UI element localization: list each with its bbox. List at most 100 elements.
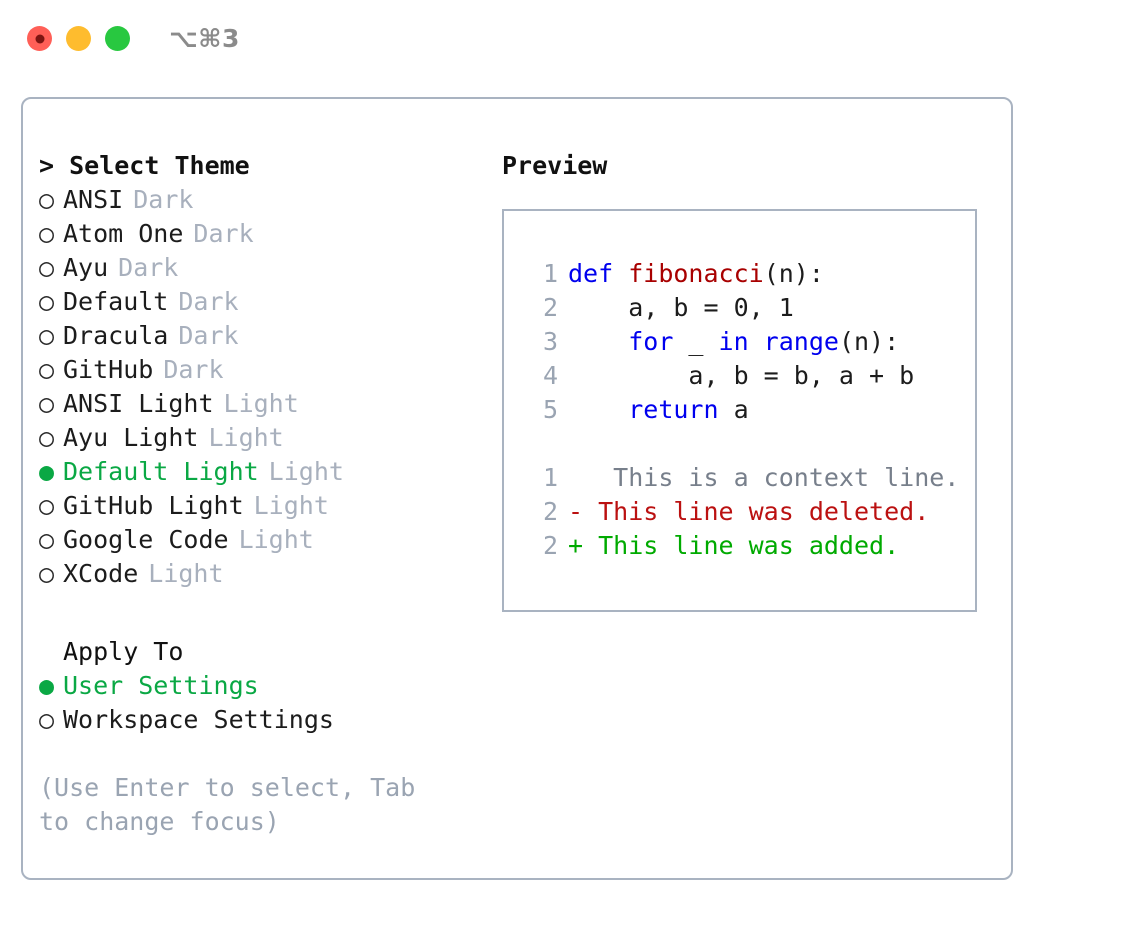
diff-line: 2- This line was deleted. [524, 495, 969, 529]
minimize-button[interactable] [66, 26, 91, 51]
radio-selected-icon: ● [39, 457, 55, 486]
theme-option-label: ANSI [63, 185, 124, 214]
radio-unselected-icon: ○ [39, 253, 55, 282]
code-token [568, 395, 628, 424]
title-bar: ⌥⌘3 [0, 0, 1140, 78]
theme-variant-tag: Dark [178, 287, 239, 316]
theme-variant-tag: Dark [163, 355, 224, 384]
theme-option[interactable]: ○ Default Dark [39, 285, 479, 319]
theme-variant-tag: Light [238, 525, 314, 554]
theme-variant-tag: Light [223, 389, 299, 418]
code-line-text: def fibonacci(n): [568, 257, 824, 291]
diff-line-number: 2 [542, 531, 558, 560]
line-number: 1 [542, 259, 558, 288]
theme-option-label: Atom One [63, 219, 184, 248]
section-spacer [39, 591, 479, 635]
code-token: fibonacci [628, 259, 764, 288]
radio-unselected-icon: ○ [39, 355, 55, 384]
code-token: for [628, 327, 674, 356]
theme-variant-tag: Light [148, 559, 224, 588]
code-line-text: for _ in range(n): [568, 325, 899, 359]
diff-line-text: This line was added. [583, 531, 900, 560]
diff-line-number: 1 [542, 463, 558, 492]
theme-option-label: Dracula [63, 321, 169, 350]
theme-variant-tag: Light [253, 491, 329, 520]
code-line-text: a, b = b, a + b [568, 359, 914, 393]
line-number: 3 [542, 327, 558, 356]
code-line-text: a, b = 0, 1 [568, 291, 794, 325]
theme-option[interactable]: ○ Dracula Dark [39, 319, 479, 353]
theme-option-label: GitHub Light [63, 491, 244, 520]
diff-sign: - [568, 497, 584, 526]
radio-unselected-icon: ○ [39, 389, 55, 418]
theme-option[interactable]: ○ GitHub Light Light [39, 489, 479, 523]
line-number: 5 [542, 395, 558, 424]
radio-unselected-icon: ○ [39, 491, 55, 520]
code-token: (n): [763, 259, 824, 288]
diff-line-number: 2 [542, 497, 558, 526]
code-line-text: return a [568, 393, 748, 427]
code-token [568, 327, 628, 356]
preview-header: Preview [502, 151, 608, 180]
code-line: 4 a, b = b, a + b [524, 359, 969, 393]
code-token: _ [673, 327, 719, 356]
theme-option-label: Google Code [63, 525, 229, 554]
diff-sign [568, 461, 583, 495]
theme-option[interactable]: ○ ANSI Light Light [39, 387, 479, 421]
select-theme-header: > Select Theme [39, 151, 250, 180]
theme-option-label: Default [63, 287, 169, 316]
theme-option-label: XCode [63, 559, 139, 588]
code-line: 1 def fibonacci(n): [524, 257, 969, 291]
code-token: (n): [838, 327, 900, 356]
close-button[interactable] [27, 26, 52, 51]
apply-to-option-label: Workspace Settings [63, 705, 334, 734]
theme-option[interactable]: ○ XCode Light [39, 557, 479, 591]
window-title: ⌥⌘3 [169, 24, 240, 53]
theme-variant-tag: Dark [178, 321, 239, 350]
radio-selected-icon: ● [39, 671, 55, 700]
window-controls [27, 26, 130, 51]
apply-to-option-label: User Settings [63, 671, 259, 700]
code-diff-separator [524, 427, 969, 461]
diff-line: 1 This is a context line. [524, 461, 969, 495]
theme-variant-tag: Dark [118, 253, 179, 282]
maximize-button[interactable] [105, 26, 130, 51]
theme-option-label: Ayu Light [63, 423, 199, 452]
theme-option-label: ANSI Light [63, 389, 214, 418]
radio-unselected-icon: ○ [39, 287, 55, 316]
theme-option-label: Default Light [63, 457, 259, 486]
code-token: a, b = b, a + b [568, 361, 915, 390]
code-line: 5 return a [524, 393, 969, 427]
theme-variant-tag: Light [208, 423, 284, 452]
apply-to-option[interactable]: ○Workspace Settings [39, 703, 479, 737]
radio-unselected-icon: ○ [39, 559, 55, 588]
radio-unselected-icon: ○ [39, 219, 55, 248]
apply-to-option[interactable]: ● User Settings [39, 669, 479, 703]
radio-unselected-icon: ○ [39, 525, 55, 554]
theme-option[interactable]: ○ Google Code Light [39, 523, 479, 557]
radio-unselected-icon: ○ [39, 321, 55, 350]
code-line: 2 a, b = 0, 1 [524, 291, 969, 325]
hint-spacer [39, 737, 479, 771]
radio-unselected-icon: ○ [39, 185, 55, 214]
diff-line-text: This line was deleted. [583, 497, 930, 526]
diff-line: 2+ This line was added. [524, 529, 969, 563]
apply-to-header: Apply To [63, 637, 184, 666]
diff-sample: 1 This is a context line.2- This line wa… [524, 461, 969, 563]
line-number: 2 [542, 293, 558, 322]
apply-to-option-list[interactable]: ● User Settings ○Workspace Settings [39, 669, 479, 737]
